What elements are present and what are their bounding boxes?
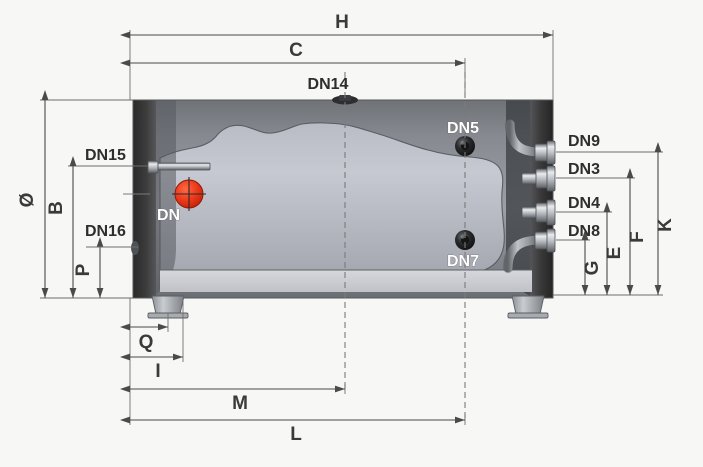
- dimension-label-F: F: [627, 231, 648, 243]
- tank-left-cap-curve: [156, 100, 176, 294]
- dimension-label-H: H: [335, 12, 349, 33]
- dimension-K: K: [654, 142, 676, 295]
- dn-manhole-port: [172, 177, 206, 211]
- dimension-G: G: [581, 230, 603, 295]
- port-label-dn8: DN8: [568, 223, 600, 240]
- port-labels: DN14 DN5 DN7 DN15 DN16 DN DN9 DN3 DN4 DN…: [85, 76, 600, 270]
- dimension-label-P: P: [73, 263, 94, 276]
- port-label-dn16: DN16: [85, 223, 126, 240]
- tank-right-cap: [530, 100, 553, 298]
- dimension-label-I: I: [155, 361, 160, 382]
- tank-cutaway-inner: [159, 122, 505, 289]
- port-label-dn9: DN9: [568, 133, 600, 150]
- dimension-label-L: L: [290, 424, 302, 445]
- dimension-label-C: C: [289, 40, 303, 61]
- tank-base-strip: [160, 270, 532, 292]
- dimension-B: B: [46, 156, 77, 298]
- dn4-connection: [521, 199, 556, 226]
- port-label-dn5: DN5: [447, 120, 479, 137]
- dimension-I: I: [120, 353, 183, 382]
- dimension-label-Q: Q: [139, 332, 154, 353]
- dn7-port: [455, 230, 475, 250]
- dimension-group-right: K F E G: [553, 142, 676, 296]
- dimension-C: C: [120, 40, 465, 67]
- dimension-group-top: H C: [120, 12, 554, 100]
- dimension-E: E: [603, 202, 625, 295]
- dimension-Q: Q: [120, 323, 168, 353]
- dn16-nub: [131, 241, 139, 255]
- dimension-group-left: Ø B P: [17, 90, 133, 299]
- dn8-connection: [502, 228, 556, 274]
- port-label-dn4: DN4: [568, 195, 600, 212]
- dimension-H: H: [120, 12, 553, 39]
- dimension-F: F: [626, 168, 648, 295]
- dimension-label-diameter: Ø: [17, 193, 38, 208]
- port-label-dn14: DN14: [308, 76, 349, 93]
- tank-assembly: [131, 95, 556, 319]
- dimension-P: P: [73, 237, 104, 298]
- foot-right: [507, 295, 549, 319]
- dimension-label-B: B: [46, 201, 67, 215]
- dn9-connection: [504, 118, 556, 165]
- dimension-L: L: [120, 416, 465, 445]
- port-label-dn7: DN7: [447, 253, 479, 270]
- port-label-dn3: DN3: [568, 161, 600, 178]
- port-label-dn: DN: [157, 207, 180, 224]
- dimension-label-E: E: [604, 247, 625, 260]
- dimension-label-M: M: [232, 393, 248, 414]
- dimension-group-bottom: Q I M L: [120, 298, 466, 445]
- dn15-probe: [147, 160, 211, 174]
- dimension-M: M: [120, 385, 345, 414]
- dimension-label-G: G: [582, 261, 603, 276]
- dimension-label-K: K: [655, 218, 676, 232]
- dn3-connection: [521, 165, 556, 192]
- centerlines: [123, 72, 466, 420]
- dimension-diameter: Ø: [17, 90, 49, 298]
- port-label-dn15: DN15: [85, 147, 126, 164]
- tank-left-cap: [133, 100, 156, 298]
